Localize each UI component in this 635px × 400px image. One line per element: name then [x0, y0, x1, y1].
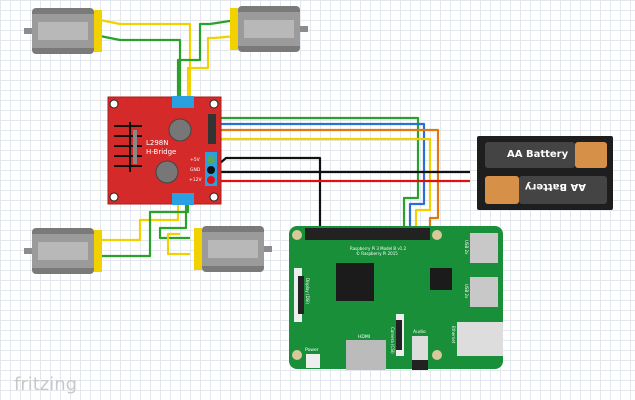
battery-label-top: AA Battery [507, 149, 569, 160]
motor-wires [99, 18, 237, 258]
rpi-copyright: © Raspberry Pi 2015 [356, 251, 398, 256]
aa-battery-holder[interactable]: AA Battery AA Battery [477, 136, 613, 210]
hbridge-name: L298N [146, 139, 169, 147]
pin-12v-label: +12V [189, 177, 202, 183]
power-label: Power [305, 347, 319, 353]
hbridge-subtitle: H-Bridge [146, 148, 176, 156]
dc-motor-top-left[interactable] [24, 8, 102, 54]
gpio-header[interactable] [305, 228, 430, 240]
camera-label: Camera (CSI) [390, 327, 395, 354]
dc-motor-top-right[interactable] [230, 6, 308, 52]
audio-label: Audio [413, 329, 426, 335]
dc-motor-bottom-right[interactable] [194, 226, 272, 272]
hdmi-label: HDMI [358, 334, 370, 340]
usb-port-2[interactable] [470, 277, 498, 307]
rpi-model: Raspberry Pi 3 Model B v1.2 [350, 246, 407, 251]
l298n-h-bridge[interactable]: L298N H-Bridge +5V GND +12V [107, 96, 222, 205]
ethernet-label: Ethernet [451, 326, 456, 344]
hdmi-port[interactable] [346, 340, 386, 370]
pin-5v-label: +5V [190, 157, 201, 163]
usb1-label: USB 2x [464, 240, 469, 255]
raspberry-pi-3[interactable]: Raspberry Pi 3 Model B v1.2 © Raspberry … [289, 226, 503, 370]
signal-wires [211, 116, 470, 232]
battery-label-bottom: AA Battery [524, 181, 586, 192]
pin-gnd-label: GND [190, 167, 201, 173]
usb-port-1[interactable] [470, 233, 498, 263]
usb2-label: USB 2x [464, 284, 469, 299]
fritzing-logo: fritzing [14, 374, 77, 395]
dc-motor-bottom-left[interactable] [24, 228, 102, 274]
display-label: Display (DSI) [305, 278, 310, 304]
ethernet-port[interactable] [457, 322, 503, 356]
power-port[interactable] [306, 354, 320, 368]
